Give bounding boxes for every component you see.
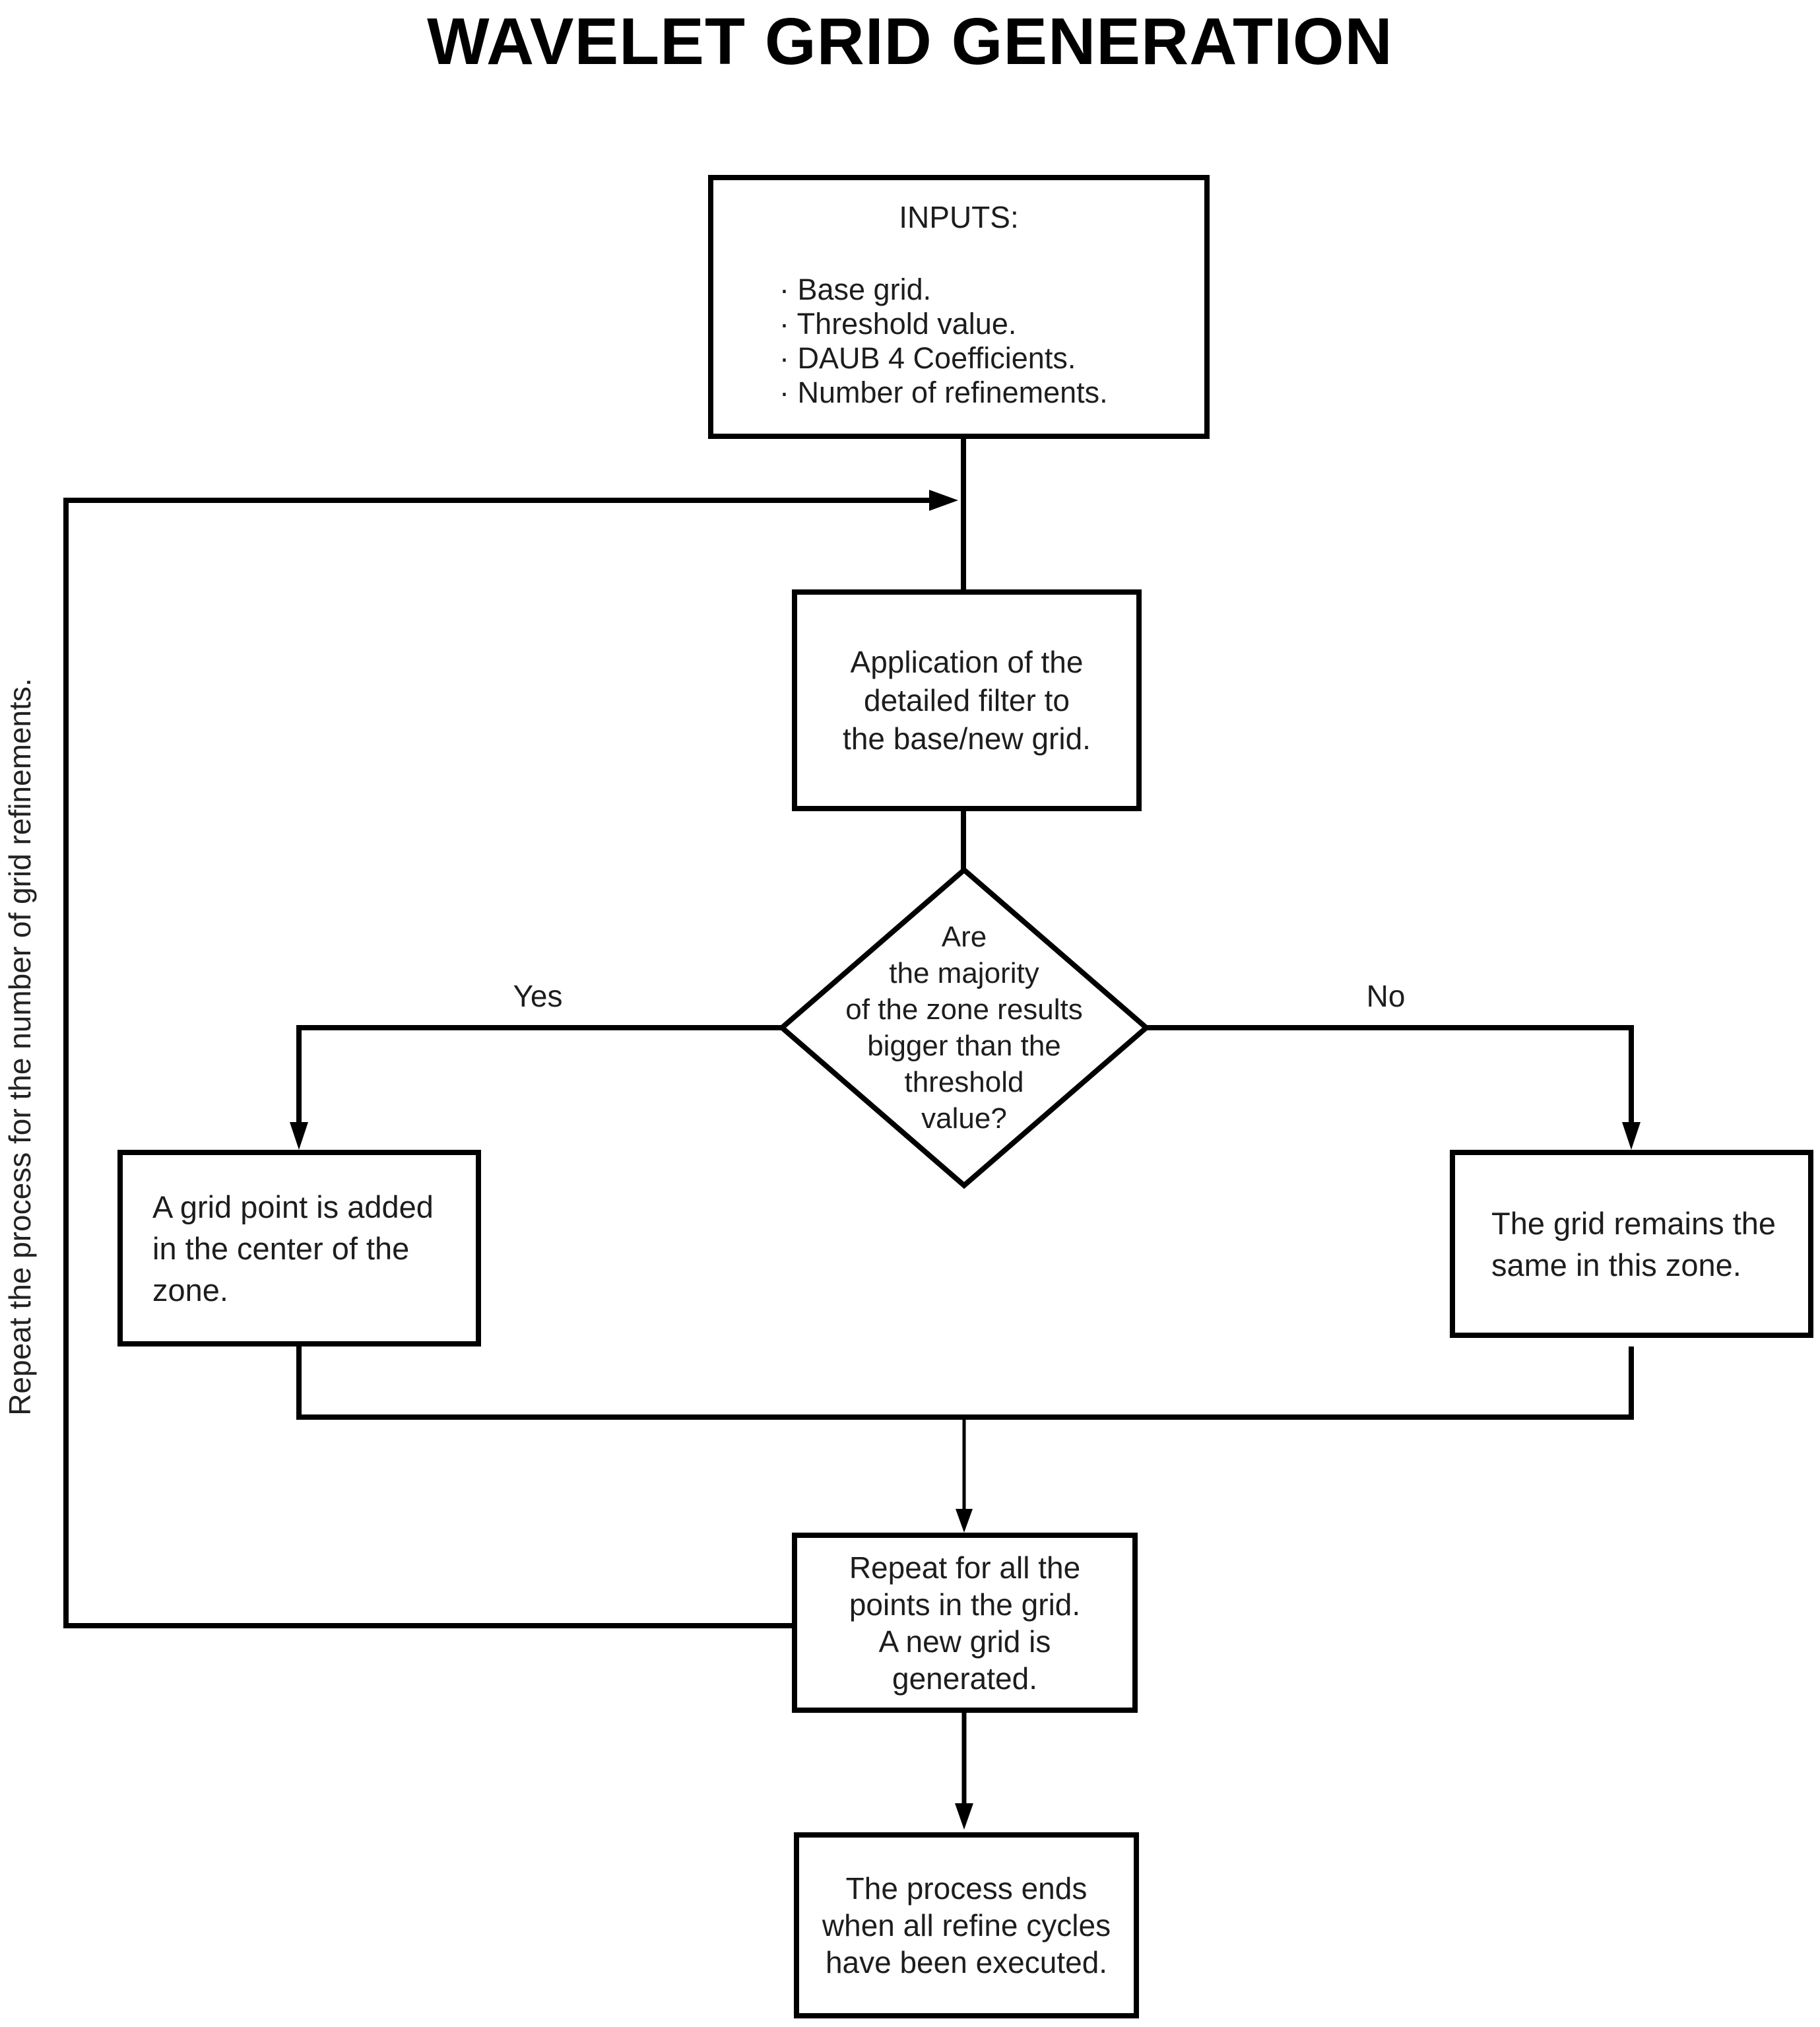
node-process-ends: The process ends when all refine cycles … [794,1832,1139,2018]
merge-arrowhead [956,1509,973,1533]
node-apply-filter: Application of the detailed filter to th… [792,589,1142,811]
edge-merge [296,1346,1634,1420]
edge-yes-branch [296,1025,782,1126]
inputs-bullet-list: · Base grid. · Threshold value. · DAUB 4… [779,273,1204,410]
ends-arrowhead [955,1803,973,1830]
yes-arrowhead [290,1122,308,1150]
node-grid-remains-same: The grid remains the same in this zone. [1450,1150,1813,1338]
no-arrowhead [1622,1122,1641,1150]
connector-stroke-group [63,436,1634,1807]
inputs-item-daub4: · DAUB 4 Coefficients. [779,341,1076,375]
apply-filter-text: Application of the detailed filter to th… [843,645,1091,756]
decision-text: Are the majority of the zone results big… [845,921,1083,1135]
no-branch-label: No [1366,979,1406,1013]
loop-side-label: Repeat the process for the number of gri… [3,678,37,1416]
edge-no-branch [1146,1025,1634,1126]
decision-diamond-shape [777,866,1151,1189]
process-ends-text: The process ends when all refine cycles … [822,1871,1111,1979]
page-title: WAVELET GRID GENERATION [427,5,1393,79]
node-add-grid-point: A grid point is added in the center of t… [117,1150,481,1346]
node-repeat-all-points: Repeat for all the points in the grid. A… [792,1533,1138,1713]
yes-branch-label: Yes [513,979,563,1013]
node-inputs: INPUTS: · Base grid. · Threshold value. … [708,175,1210,439]
inputs-item-refinements: · Number of refinements. [779,376,1108,409]
inputs-header: INPUTS: [899,200,1019,234]
repeat-all-points-text: Repeat for all the points in the grid. A… [849,1550,1081,1696]
edge-loopback [63,498,932,1628]
add-grid-point-text: A grid point is added in the center of t… [152,1189,434,1308]
inputs-item-threshold: · Threshold value. [779,307,1017,341]
grid-remains-same-text: The grid remains the same in this zone. [1491,1205,1776,1282]
loopback-arrowhead [929,490,958,511]
arrowhead-group [290,490,1641,1830]
inputs-item-base-grid: · Base grid. [779,273,932,306]
